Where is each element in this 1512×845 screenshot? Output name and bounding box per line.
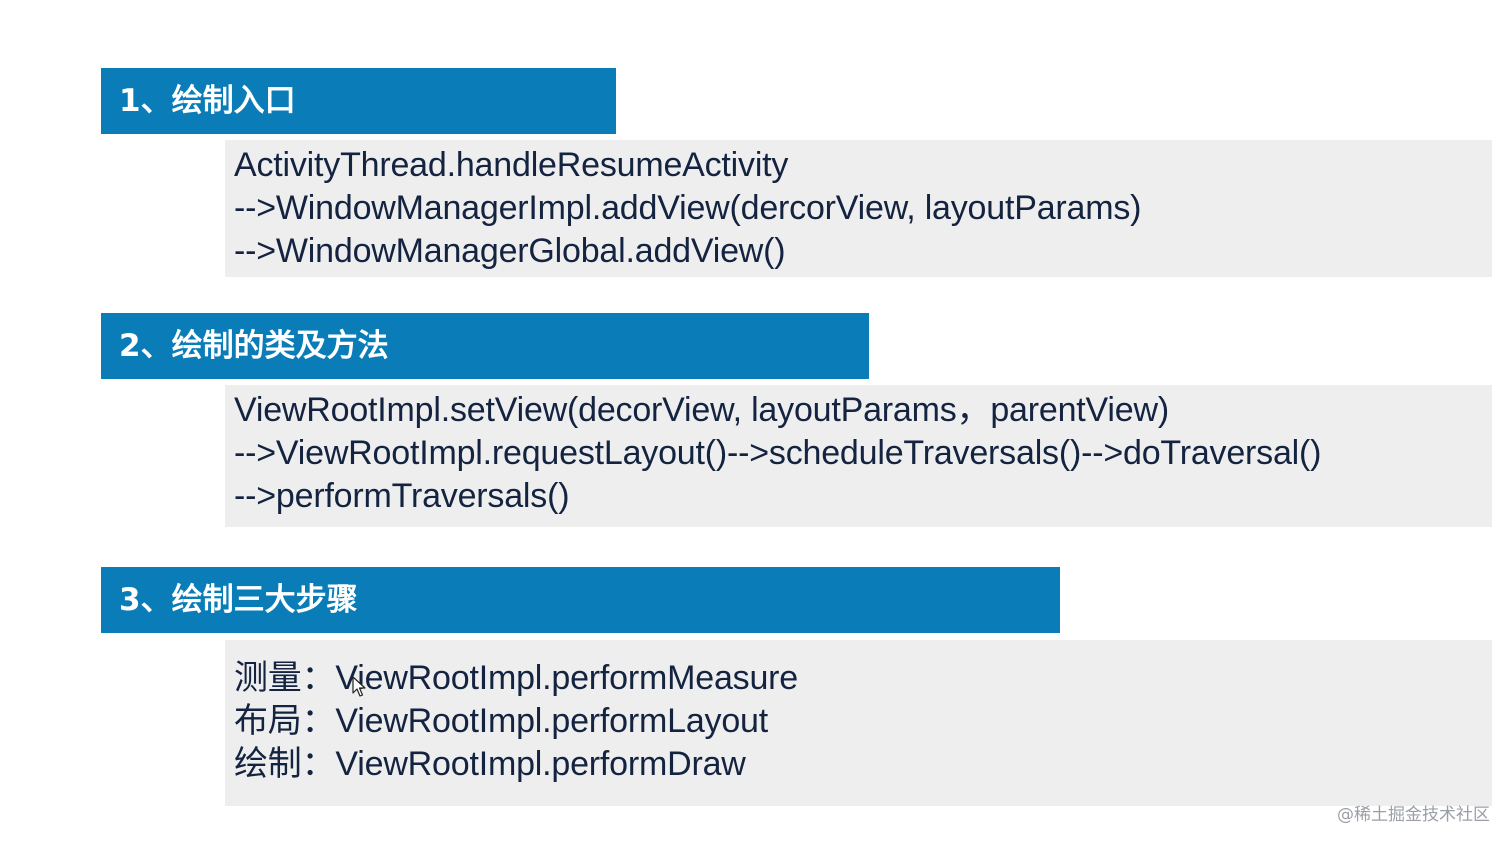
section-2-header: 2、绘制的类及方法 [101, 313, 869, 379]
measure-line: 测量：ViewRootImpl.performMeasure [234, 657, 1492, 700]
section-3-header: 3、绘制三大步骤 [101, 567, 1060, 633]
layout-line: 布局：ViewRootImpl.performLayout [234, 700, 1492, 743]
section-1-content: ActivityThread.handleResumeActivity -->W… [225, 140, 1492, 277]
section-2-line-2: -->ViewRootImpl.requestLayout()-->schedu… [234, 434, 1322, 472]
watermark: @稀土掘金技术社区 [1337, 805, 1490, 825]
draw-method: ViewRootImpl.performDraw [335, 745, 746, 783]
section-3-content: 测量：ViewRootImpl.performMeasure 布局：ViewRo… [225, 640, 1492, 806]
layout-label: 布局： [234, 701, 336, 741]
section-1-header: 1、绘制入口 [101, 68, 616, 134]
section-3-title: 3、绘制三大步骤 [119, 582, 358, 618]
section-2-title: 2、绘制的类及方法 [119, 328, 389, 364]
mouse-pointer-icon [352, 676, 366, 697]
draw-line: 绘制：ViewRootImpl.performDraw [234, 743, 1492, 786]
section-1-title: 1、绘制入口 [119, 83, 296, 119]
section-2-line-1: ViewRootImpl.setView(decorView, layoutPa… [234, 391, 1169, 429]
section-2-line-3: -->performTraversals() [234, 477, 570, 515]
section-1-line-1: ActivityThread.handleResumeActivity [234, 146, 789, 184]
layout-method: ViewRootImpl.performLayout [335, 702, 769, 740]
section-1-line-3: -->WindowManagerGlobal.addView() [234, 232, 786, 270]
draw-label: 绘制： [234, 744, 336, 784]
measure-method: ViewRootImpl.performMeasure [335, 659, 799, 697]
section-1-line-2: -->WindowManagerImpl.addView(dercorView,… [234, 189, 1142, 227]
section-2-content: ViewRootImpl.setView(decorView, layoutPa… [225, 385, 1492, 527]
measure-label: 测量： [234, 658, 336, 698]
